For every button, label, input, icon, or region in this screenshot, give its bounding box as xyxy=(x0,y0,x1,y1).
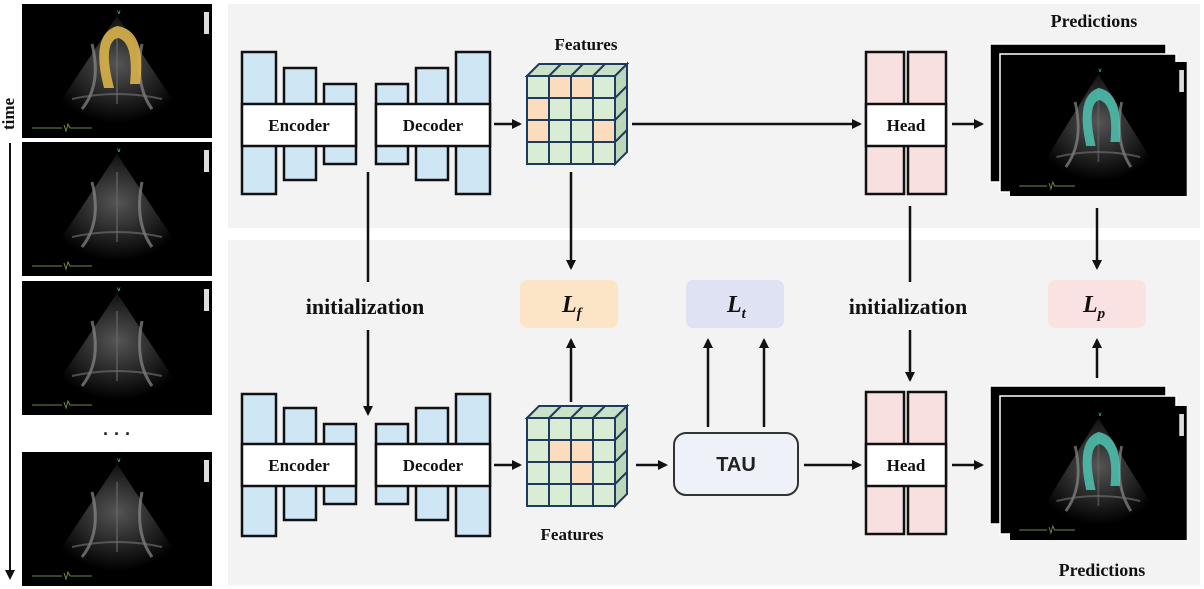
top-decoder-label: Decoder xyxy=(403,116,464,135)
loss-t-label: Lt xyxy=(726,292,747,322)
bottom-head-box xyxy=(864,442,948,488)
loss-f-box xyxy=(520,280,618,328)
bottom-feature-cube xyxy=(524,403,630,509)
echo-frame-4 xyxy=(20,450,214,588)
top-features-label: Features xyxy=(555,35,618,54)
bottom-decoder-label: Decoder xyxy=(403,456,464,475)
tau-box xyxy=(673,432,799,496)
bottom-head-label: Head xyxy=(887,456,926,475)
top-predictions-label: Predictions xyxy=(1051,11,1138,31)
top-head-label: Head xyxy=(887,116,926,135)
init-label-left: initialization xyxy=(306,294,425,319)
bottom-prediction-stack xyxy=(989,385,1189,542)
tau-label: TAU xyxy=(716,454,756,476)
top-feature-cube xyxy=(524,61,630,167)
top-head-box xyxy=(864,102,948,148)
top-encoder-label: Encoder xyxy=(268,116,330,135)
echo-frame-2 xyxy=(20,140,214,278)
frames-ellipsis: · · · xyxy=(103,424,131,444)
echo-frame-1 xyxy=(20,2,214,140)
time-label: time xyxy=(0,97,18,130)
top-decoder-box xyxy=(374,102,492,148)
loss-p-label: Lp xyxy=(1082,292,1106,322)
bottom-predictions-label: Predictions xyxy=(1059,560,1146,580)
bottom-encoder-label: Encoder xyxy=(268,456,330,475)
bottom-encoder-box xyxy=(240,442,358,488)
top-encoder-box xyxy=(240,102,358,148)
bottom-features-label: Features xyxy=(541,525,604,544)
init-label-right: initialization xyxy=(849,294,968,319)
top-prediction-stack xyxy=(989,43,1189,198)
loss-f-label: Lf xyxy=(561,292,584,322)
loss-p-box xyxy=(1048,280,1146,328)
echo-frame-3 xyxy=(20,279,214,417)
loss-t-box xyxy=(686,280,784,328)
bottom-decoder-box xyxy=(374,442,492,488)
